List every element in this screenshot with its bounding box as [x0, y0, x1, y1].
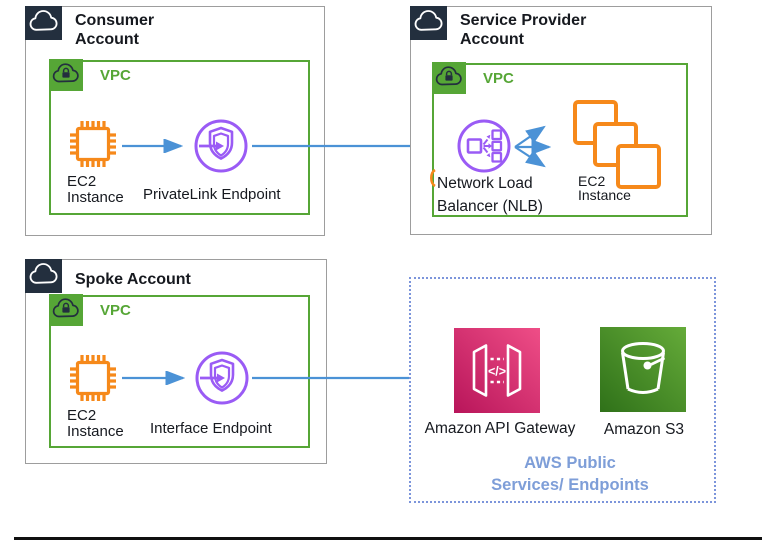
nlb-label: Network Load Balancer (NLB)	[437, 172, 543, 218]
public-services-caption-line1: AWS Public	[524, 454, 616, 472]
arrow-ec2-to-privatelink	[121, 139, 191, 153]
arrow-ec2-to-interface-endpoint	[121, 371, 193, 385]
s3-bucket-icon	[600, 327, 686, 412]
ec2-instance-icon	[67, 118, 119, 170]
interface-endpoint-label: Interface Endpoint	[150, 420, 272, 437]
consumer-ec2-label-line1: EC2	[67, 173, 97, 190]
vpc-icon	[49, 59, 83, 91]
public-services-caption-line2: Services/ Endpoints	[491, 476, 649, 494]
arrows-nlb-to-ec2	[512, 113, 558, 181]
api-gateway-icon: </>	[454, 328, 540, 413]
service-provider-ec2-label-line1: EC2	[578, 173, 606, 189]
consumer-ec2-label: EC2 Instance	[67, 174, 124, 205]
api-gateway-label: Amazon API Gateway	[424, 420, 576, 437]
stray-orange-fragment	[428, 168, 436, 188]
s3-label: Amazon S3	[603, 421, 685, 438]
ec2-instance-fleet-icon	[570, 97, 665, 194]
spoke-ec2-label: EC2 Instance	[67, 408, 124, 439]
privatelink-endpoint-label: PrivateLink Endpoint	[143, 186, 281, 203]
ec2-instance-icon	[67, 352, 119, 404]
network-load-balancer-icon	[455, 117, 513, 175]
nlb-label-line1: Network Load	[437, 175, 533, 192]
spoke-ec2-label-line1: EC2	[67, 407, 97, 424]
consumer-account-title-line1: Consumer	[75, 12, 155, 29]
nlb-label-line2: Balancer (NLB)	[437, 198, 543, 215]
service-provider-title-line2: Account	[460, 31, 524, 48]
cloud-icon	[414, 10, 443, 31]
spoke-ec2-label-line2: Instance	[67, 422, 124, 440]
service-provider-vpc-box	[432, 63, 688, 217]
aws-account-icon	[25, 6, 62, 40]
bottom-divider	[14, 537, 762, 540]
cloud-icon	[29, 263, 58, 284]
service-provider-account-title: Service Provider Account	[460, 11, 586, 49]
vpc-icon	[432, 62, 466, 94]
service-provider-vpc-label: VPC	[483, 70, 514, 87]
cloud-icon	[29, 10, 58, 31]
service-provider-title-line1: Service Provider	[460, 12, 587, 29]
interface-endpoint-icon	[193, 349, 251, 407]
consumer-ec2-label-line2: Instance	[67, 188, 124, 206]
consumer-vpc-label: VPC	[100, 67, 131, 84]
privatelink-endpoint-icon	[192, 117, 250, 175]
aws-account-icon	[410, 6, 447, 40]
aws-account-icon	[25, 259, 62, 293]
spoke-vpc-label: VPC	[100, 302, 131, 319]
consumer-account-title-line2: Account	[75, 31, 139, 48]
arrow-interface-endpoint-to-api-gateway	[251, 371, 449, 385]
service-provider-ec2-label-line2: Instance	[578, 186, 631, 203]
service-provider-ec2-label: EC2 Instance	[578, 173, 631, 203]
vpc-icon	[49, 294, 83, 326]
code-glyph: </>	[488, 365, 506, 379]
spoke-account-title: Spoke Account	[75, 271, 191, 288]
consumer-account-title: Consumer Account	[75, 11, 154, 49]
public-services-caption: AWS Public Services/ Endpoints	[460, 452, 680, 496]
